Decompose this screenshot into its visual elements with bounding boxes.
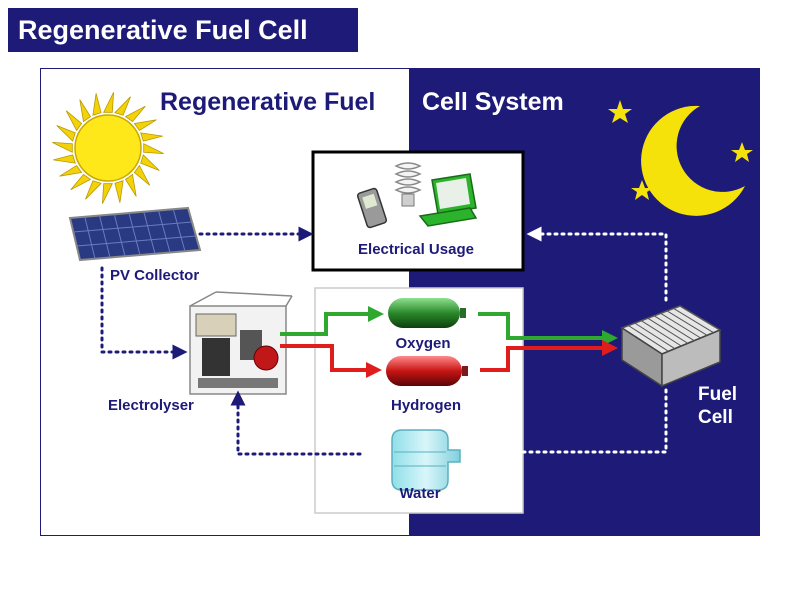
laptop-icon [418,173,478,227]
water-jug-icon [391,429,461,491]
star-icon [631,180,653,200]
star-icon [731,142,753,162]
flow-water-to-electrolyser [230,390,362,456]
label-fuel-cell-line1: Fuel [698,384,737,405]
slide-title: Regenerative Fuel Cell [8,8,358,52]
flow-fuelcell-to-water [468,388,668,460]
flow-hydrogen-in [280,344,382,378]
flow-oxygen-in [280,306,384,336]
flow-hydrogen-out [480,340,618,372]
heading-left: Regenerative Fuel [160,88,375,116]
star-icon [608,100,632,123]
electrolyser-icon [189,291,293,395]
flow-fuelcell-to-usage [526,226,668,302]
flow-pv-to-electrolyser [100,266,188,360]
solar-panel-icon [68,206,202,262]
electrical-usage-box [311,150,525,272]
label-water: Water [399,485,440,502]
flow-oxygen-out [478,312,618,346]
label-oxygen: Oxygen [395,335,450,352]
sun-icon [52,92,164,204]
label-electrical-usage: Electrical Usage [358,241,474,258]
oxygen-cylinder-icon [388,298,466,328]
heading-right: Cell System [422,88,564,116]
label-pv-collector: PV Collector [110,267,199,284]
regenerative-fuel-cell-diagram: Regenerative Fuel Cell System Electrical… [40,68,760,536]
phone-icon [356,187,388,229]
label-hydrogen: Hydrogen [391,397,461,414]
fuel-cell-icon [620,305,722,388]
label-electrolyser: Electrolyser [108,397,194,414]
light-bulb-icon [394,162,422,207]
moon-icon [641,105,745,216]
label-fuel-cell-line2: Cell [698,407,733,428]
hydrogen-cylinder-icon [386,356,468,386]
